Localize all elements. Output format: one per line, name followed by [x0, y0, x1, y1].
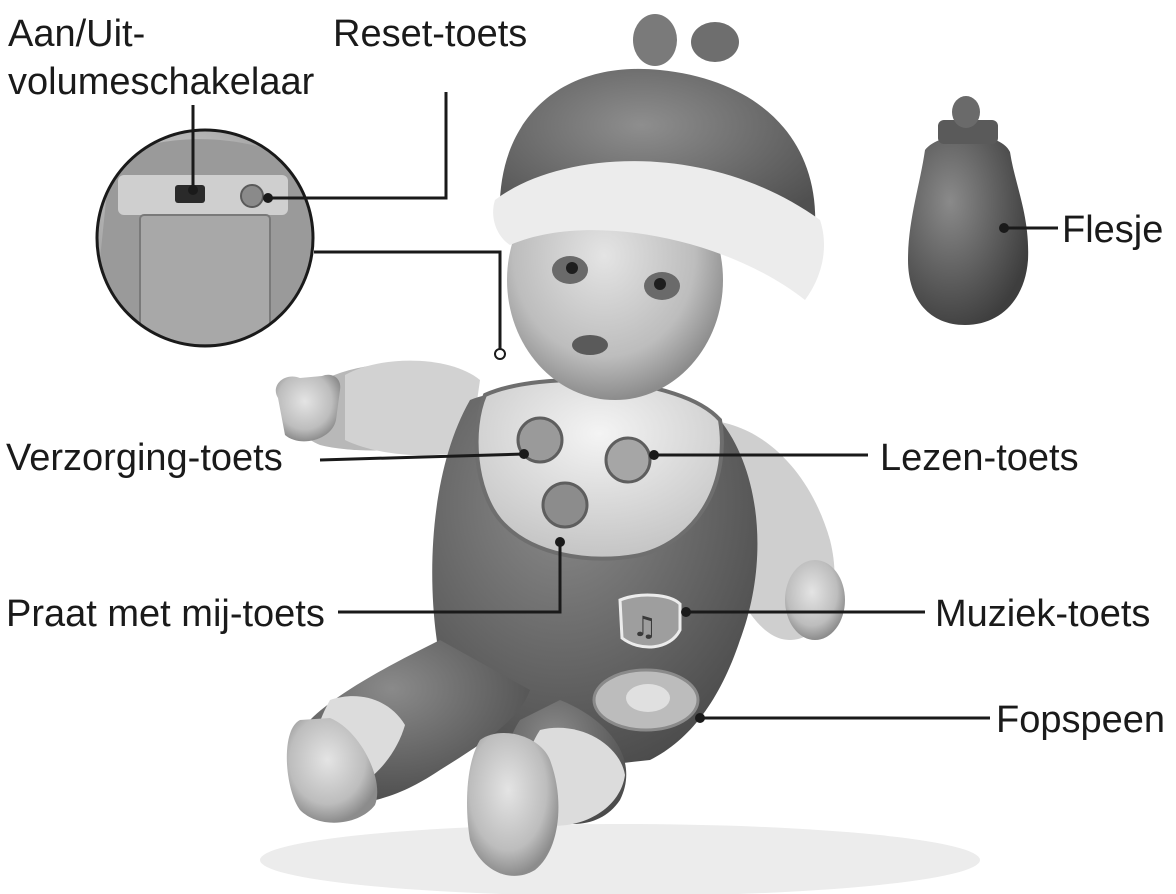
doll-mouth: [572, 335, 608, 355]
doll-bib: [477, 380, 722, 559]
inset-anchor: [495, 349, 505, 359]
label-reset: Reset-toets: [333, 12, 527, 56]
label-talk: Praat met mij-toets: [6, 592, 325, 636]
inset-magnifier: [90, 130, 320, 360]
label-pacifier: Fopspeen: [996, 698, 1165, 742]
doll-right-hand: [785, 560, 845, 640]
music-note-icon: ♫: [632, 610, 657, 643]
doll-right-foot: [467, 733, 558, 876]
floor-shadow: [260, 824, 980, 894]
reset-button: [241, 185, 263, 207]
bottle-nipple: [952, 96, 980, 128]
read-button: [606, 438, 650, 482]
label-care: Verzorging-toets: [6, 436, 283, 480]
doll-hat-bow-left: [633, 14, 677, 66]
label-music: Muziek-toets: [935, 592, 1150, 636]
pacifier-nipple: [626, 684, 670, 712]
doll-hat-bow-right: [691, 22, 739, 62]
label-power-volume-line1: Aan/Uit-: [8, 12, 145, 56]
label-power-volume-line2: volumeschakelaar: [8, 60, 314, 104]
talk-button: [543, 483, 587, 527]
label-read: Lezen-toets: [880, 436, 1079, 480]
leader-inset: [314, 252, 500, 350]
bottle-body: [908, 135, 1028, 325]
label-bottle: Flesje: [1062, 208, 1163, 252]
